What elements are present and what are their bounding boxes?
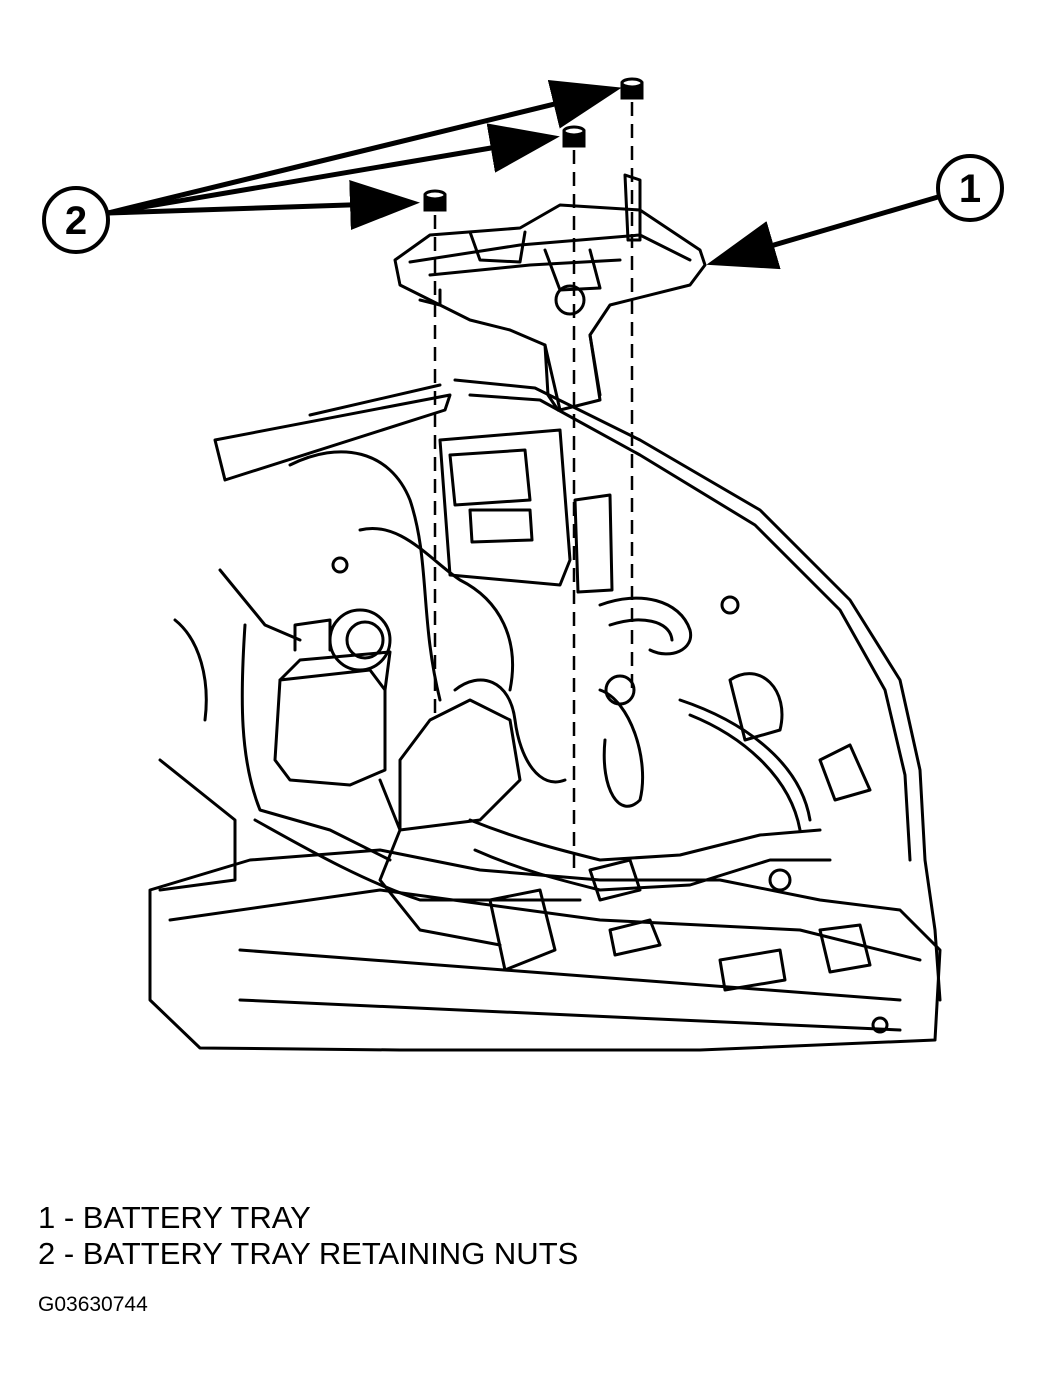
battery-tray-part [393, 173, 707, 412]
retaining-nut-left [423, 189, 447, 212]
callout-arrows [107, 79, 939, 270]
figure-id: G03630744 [38, 1293, 148, 1316]
legend-item-battery-tray: 1 - BATTERY TRAY [38, 1200, 311, 1235]
svg-text:1: 1 [959, 167, 981, 211]
alignment-lines [433, 102, 634, 870]
callout-1: 1 [936, 154, 1004, 222]
engine-compartment [148, 378, 942, 1052]
callout-2: 2 [42, 186, 110, 254]
battery-tray-exploded-diagram: 2 1 [42, 77, 1004, 1052]
retaining-nut-middle [562, 125, 586, 148]
svg-text:2: 2 [65, 199, 87, 243]
legend-item-retaining-nuts: 2 - BATTERY TRAY RETAINING NUTS [38, 1236, 579, 1271]
retaining-nut-right [620, 77, 644, 100]
legend: 1 - BATTERY TRAY 2 - BATTERY TRAY RETAIN… [38, 1200, 578, 1272]
